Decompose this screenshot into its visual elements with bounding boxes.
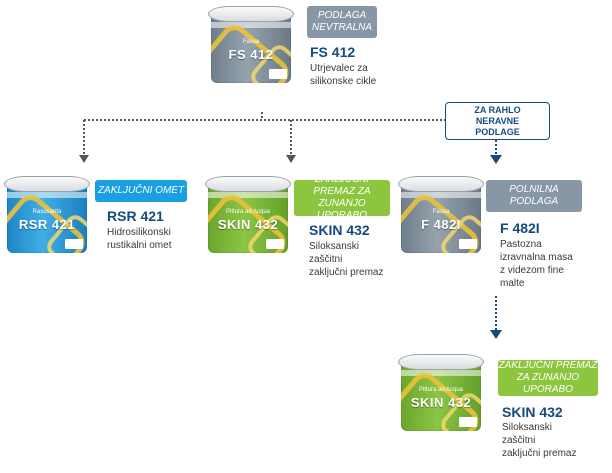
bucket-code-text: FS 412 — [228, 47, 274, 62]
bucket-code-text: SKIN 432 — [217, 217, 279, 232]
bucket-image-rsr421: Rasosanta RSR 421 — [4, 176, 90, 253]
bucket-code-text: SKIN 432 — [410, 395, 472, 410]
bucket-brand-text: Fassa — [432, 209, 450, 215]
product-code-skin432: SKIN 432 — [309, 222, 370, 238]
tag-polnilna-podlaga: POLNILNA PODLAGA — [486, 180, 582, 212]
tag-zakljucni-omet: ZAKLJUČNI OMET — [95, 180, 187, 202]
product-code-f482i: F 482I — [500, 220, 540, 236]
bucket-brand-text: Pittura ad Acqua — [225, 209, 271, 215]
bucket-brand-text: Rasosanta — [32, 209, 62, 215]
bucket-image-skin432: Pittura ad Acqua SKIN 432 — [205, 176, 291, 253]
tag-podlaga-nevtralna: PODLAGA NEVTRALNA — [307, 6, 377, 38]
product-desc-fs412: Utrjevalec za silikonske cikle — [310, 63, 377, 87]
product-desc-f482i: Pastozna izravnalna masa z videzom fine … — [500, 239, 573, 289]
tag-zakljucni-premaz-bottom: ZAKLJUČNI PREMAZ ZA ZUNANJO UPORABO — [498, 360, 598, 396]
note-box-neravne-podlage: ZA RAHLO NERAVNE PODLAGE — [445, 102, 550, 140]
arrow-head-lower — [490, 330, 502, 339]
bucket-code-text: RSR 421 — [18, 217, 76, 232]
product-code-rsr421: RSR 421 — [107, 208, 164, 224]
bucket-brand-text: Pittura ad Acqua — [418, 387, 464, 393]
bucket-image-f482i: Fassa F 482I — [398, 176, 484, 253]
bucket-image-skin432-bottom: Pittura ad Acqua SKIN 432 — [398, 354, 484, 431]
product-code-skin432-bottom: SKIN 432 — [502, 404, 563, 420]
product-code-fs412: FS 412 — [310, 44, 356, 60]
product-desc-rsr421: Hidrosilikonski rustikalni omet — [107, 227, 172, 251]
product-desc-skin432-bottom: Siloksanski zaščitni zaključni premaz — [502, 422, 577, 459]
arrow-head-right — [490, 155, 502, 164]
arrow-head-left — [79, 155, 89, 163]
bucket-image-fs412: Fassa FS 412 — [208, 6, 294, 83]
product-desc-skin432: Siloksanski zaščitni zaključni premaz — [309, 241, 384, 278]
tag-zakljucni-premaz: ZAKLJUČNI PREMAZ ZA ZUNANJO UPORABO — [294, 174, 390, 221]
bucket-code-text: F 482I — [421, 217, 461, 232]
arrow-head-middle — [286, 155, 296, 163]
bucket-brand-text: Fassa — [242, 39, 260, 45]
